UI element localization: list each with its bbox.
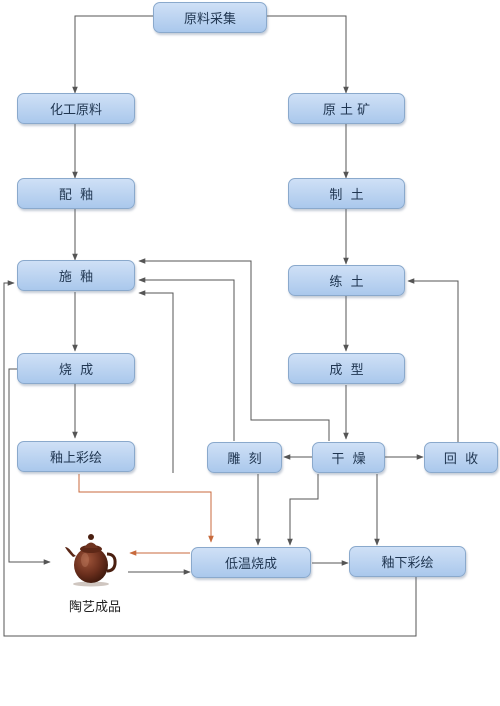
node-recycling: 回 收 bbox=[424, 442, 498, 473]
node-raw-ore: 原 土 矿 bbox=[288, 93, 405, 124]
arrow-carving-to-glazing bbox=[138, 277, 235, 441]
arrow-recycling-to-kneading bbox=[407, 278, 459, 442]
node-raw-material-collection: 原料采集 bbox=[153, 2, 267, 33]
product-label: 陶艺成品 bbox=[68, 600, 121, 615]
node-firing: 烧 成 bbox=[17, 353, 135, 384]
arrow-underglaze-to-glazing bbox=[3, 280, 417, 637]
node-clay-kneading: 练 土 bbox=[288, 265, 405, 296]
node-clay-making: 制 土 bbox=[288, 178, 405, 209]
arrow-collection-to-ore bbox=[266, 15, 349, 94]
node-drying: 干 燥 bbox=[312, 442, 385, 473]
arrow-overglaze-to-lowfire bbox=[78, 474, 214, 543]
arrow-lowfire-to-glazing bbox=[138, 290, 174, 473]
node-underglaze-painting: 釉下彩绘 bbox=[349, 546, 466, 577]
node-chemical-raw-materials: 化工原料 bbox=[17, 93, 135, 124]
node-forming: 成 型 bbox=[288, 353, 405, 384]
node-glazing: 施 釉 bbox=[17, 260, 135, 291]
teapot-icon bbox=[65, 534, 117, 587]
node-low-temp-firing: 低温烧成 bbox=[191, 547, 311, 578]
arrow-drying-to-glazing bbox=[138, 258, 330, 441]
node-overglaze-painting: 釉上彩绘 bbox=[17, 441, 135, 472]
node-glaze-preparation: 配 釉 bbox=[17, 178, 135, 209]
node-carving: 雕 刻 bbox=[207, 442, 282, 473]
arrow-drying-to-lowfire bbox=[287, 474, 319, 546]
arrow-firing-loop-to-product bbox=[8, 368, 51, 565]
arrow-collection-to-chemical bbox=[72, 15, 155, 94]
